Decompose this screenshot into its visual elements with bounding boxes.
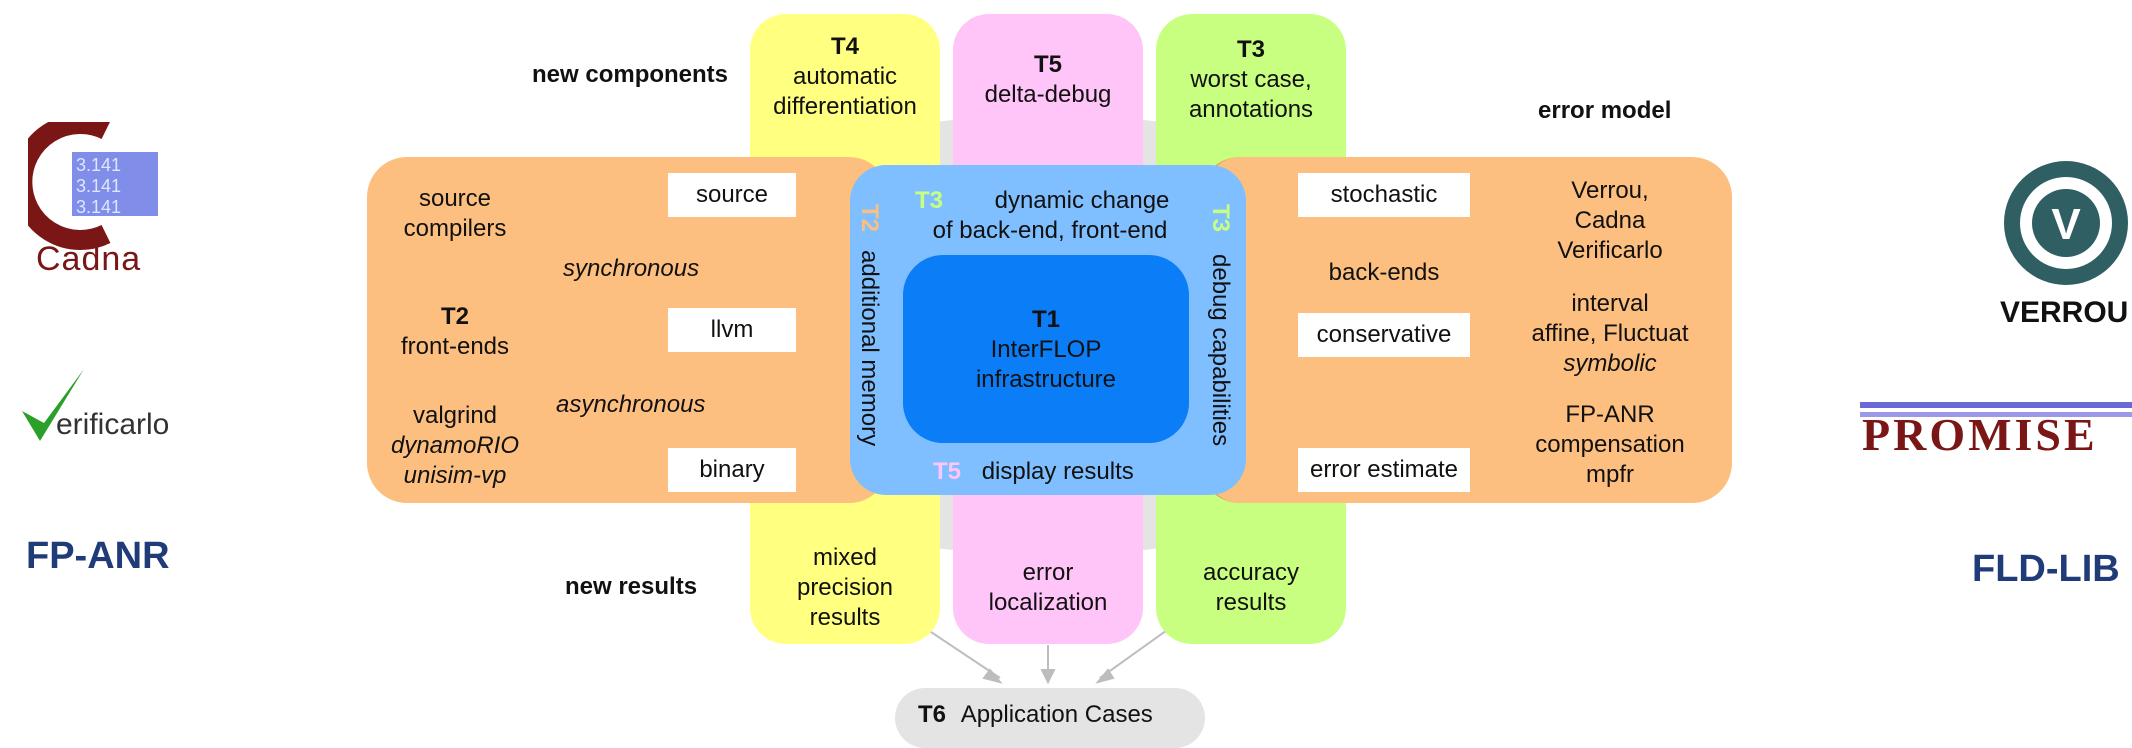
accuracy-line1: accuracy <box>1202 559 1300 586</box>
verrou-cadna-list: Verrou, Cadna Verificarlo <box>1495 176 1725 266</box>
conservative-box: conservative <box>1298 313 1470 357</box>
cadna-c-shape <box>28 122 111 250</box>
arrows <box>924 627 1171 685</box>
new-components-label: new components <box>532 61 729 88</box>
compensation-line: compensation <box>1535 431 1685 458</box>
symbolic-line: symbolic <box>1563 350 1657 377</box>
cadna-grid: 3.141 3.141 3.141 <box>72 152 158 217</box>
source-compilers-text: source compilers <box>375 184 535 244</box>
arrow-left <box>924 627 1001 679</box>
interflop-line1: InterFLOP <box>990 336 1102 363</box>
t5-line1: delta-debug <box>984 81 1112 108</box>
arrow-right <box>1099 627 1171 679</box>
t3-line2: annotations <box>1188 96 1314 123</box>
t2-vertical-tag: T2 <box>856 204 883 233</box>
compilers-line: compilers <box>403 215 507 242</box>
application-cases-label: Application Cases <box>960 701 1153 728</box>
accuracy-line2: results <box>1215 589 1287 616</box>
debug-capabilities-text: debug capabilities <box>1207 254 1234 447</box>
fpanr-line: FP-ANR <box>1565 401 1655 428</box>
cadna-grid-row3: 3.141 <box>76 197 121 217</box>
dynamorio-line: dynamoRIO <box>390 432 520 459</box>
error-estimate-box: error estimate <box>1298 448 1470 492</box>
asynchronous-label: asynchronous <box>556 391 706 418</box>
llvm-box: llvm <box>668 308 796 352</box>
t1-core-box <box>903 255 1189 443</box>
front-ends-line: front-ends <box>400 333 510 360</box>
interval-line: interval <box>1571 290 1649 317</box>
source-line: source <box>418 185 492 212</box>
t6-tag: T6 <box>918 701 947 728</box>
t1-text: T1 InterFLOP infrastructure <box>903 305 1189 395</box>
t4-line1: automatic <box>792 63 898 90</box>
mixed-precision-results: mixed precision results <box>750 543 940 633</box>
verrou-line: Verrou, <box>1571 177 1649 204</box>
fld-lib-logo: FLD-LIB <box>1972 548 2120 590</box>
t3-header: T3 worst case, annotations <box>1156 35 1346 125</box>
dynamic-change-text: dynamic change of back-end, front-end <box>905 186 1195 246</box>
cadna-wordmark: Cadna <box>36 240 142 278</box>
unisim-line: unisim-vp <box>403 462 507 489</box>
verificarlo-wordmark: erificarlo <box>56 408 170 441</box>
error-line1: error <box>1022 559 1074 586</box>
fpanr-list: FP-ANR compensation mpfr <box>1495 400 1725 490</box>
mixed-line2: precision <box>796 574 894 601</box>
verrou-wordmark: VERROU <box>2000 296 2129 329</box>
interflop-line2: infrastructure <box>975 366 1117 393</box>
t1-tag: T1 <box>1031 306 1060 333</box>
accuracy-results: accuracy results <box>1156 558 1346 618</box>
verrou-logo-icon: V <box>2004 161 2128 285</box>
arrow-center-head <box>1040 669 1056 685</box>
checkmark-icon <box>22 369 84 441</box>
t3-tag: T3 <box>1236 36 1265 63</box>
interval-list: interval affine, Fluctuat symbolic <box>1495 289 1725 379</box>
t5-center-tag: T5 <box>933 458 962 485</box>
cadna-grid-row1: 3.141 <box>76 155 121 175</box>
new-results-label: new results <box>565 573 698 600</box>
promise-stripes <box>1860 402 2132 417</box>
stochastic-box: stochastic <box>1298 173 1470 217</box>
back-ends-label: back-ends <box>1328 259 1440 286</box>
mixed-line1: mixed <box>812 544 878 571</box>
promise-wordmark: PROMISE <box>1862 409 2098 460</box>
dynamic-line2: of back-end, front-end <box>932 217 1168 244</box>
valgrind-line: valgrind <box>412 402 498 429</box>
center-t3-tag: T3 <box>915 187 944 214</box>
affine-line: affine, Fluctuat <box>1531 320 1689 347</box>
display-results-text: display results <box>981 458 1134 485</box>
t3-line1: worst case, <box>1190 66 1312 93</box>
t3-vertical-tag: T3 <box>1207 204 1234 233</box>
application-cases-text: T6 Application Cases <box>918 700 1153 730</box>
cadna-logo: 3.141 3.141 3.141 <box>28 122 158 250</box>
arrow-right-head <box>1095 668 1115 684</box>
t4-header: T4 automatic differentiation <box>750 32 940 122</box>
error-model-label: error model <box>1538 97 1672 124</box>
display-results-row: T5 display results <box>933 457 1134 487</box>
source-box: source <box>668 173 796 217</box>
tools-text: valgrind dynamoRIO unisim-vp <box>375 401 535 491</box>
fp-anr-logo: FP-ANR <box>26 535 170 577</box>
additional-memory-text: additional memory <box>856 250 883 447</box>
t5-header: T5 delta-debug <box>953 50 1143 110</box>
t4-line2: differentiation <box>773 93 917 120</box>
arrow-left-head <box>982 668 1003 684</box>
cadna-line: Cadna <box>1574 207 1646 234</box>
svg-text:V: V <box>2051 200 2081 249</box>
t5-tag: T5 <box>1033 51 1062 78</box>
left-orange-panel <box>367 157 889 503</box>
t4-tag: T4 <box>830 33 859 60</box>
verificarlo-line: Verificarlo <box>1557 237 1663 264</box>
dynamic-line1: dynamic change <box>994 187 1170 214</box>
cadna-grid-row2: 3.141 <box>76 176 121 196</box>
mixed-line3: results <box>809 604 881 631</box>
error-localization: error localization <box>953 558 1143 618</box>
synchronous-label: synchronous <box>563 255 700 282</box>
error-line2: localization <box>988 589 1108 616</box>
t2-frontends-text: T2 front-ends <box>375 302 535 362</box>
mpfr-line: mpfr <box>1586 461 1634 488</box>
binary-box: binary <box>668 448 796 492</box>
t2-tag: T2 <box>440 303 469 330</box>
